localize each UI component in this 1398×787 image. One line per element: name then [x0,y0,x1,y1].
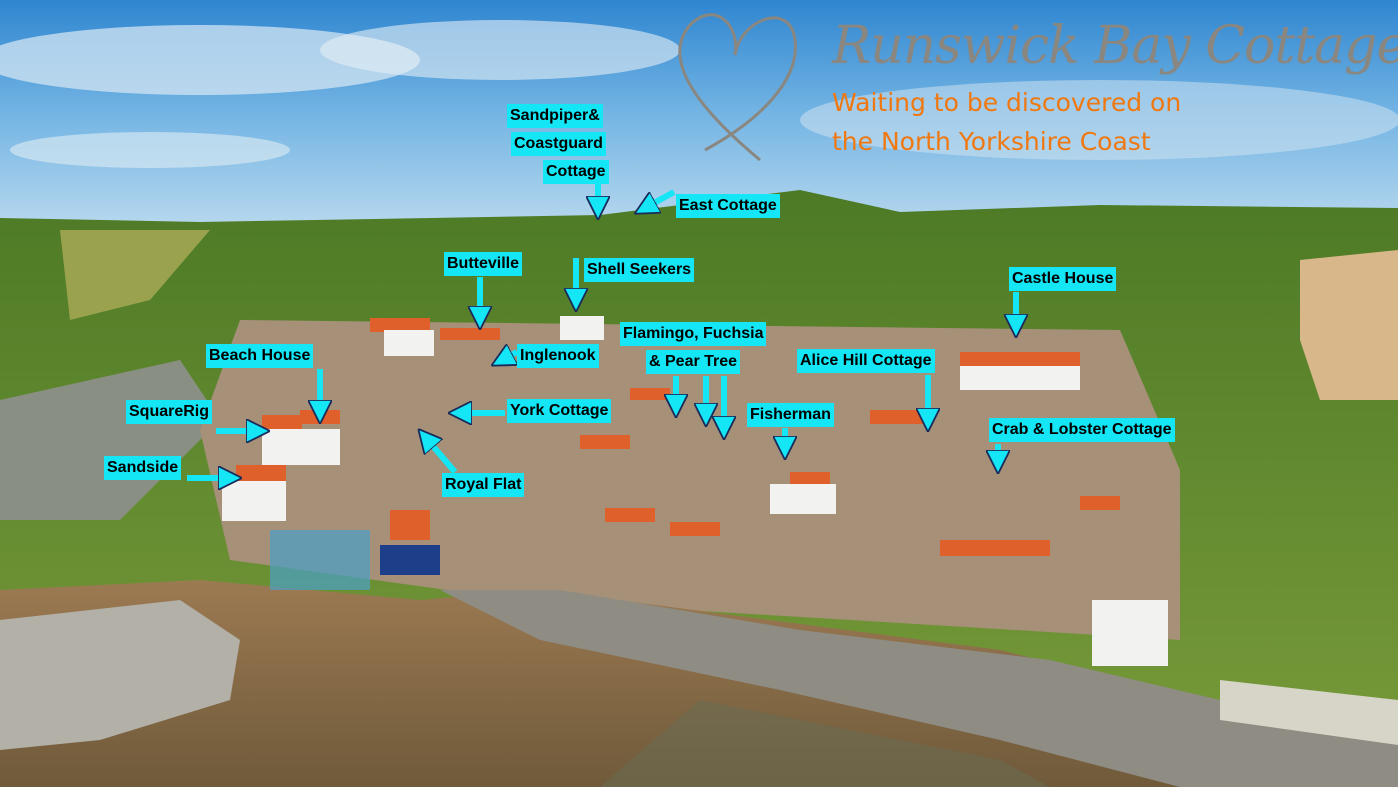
label-royal-flat: Royal Flat [442,473,525,497]
label-sandpiper-line3: Cottage [543,160,609,184]
brand-tagline-line1: Waiting to be discovered on [832,88,1182,117]
label-square-rig: SquareRig [126,400,213,424]
label-york-cottage: York Cottage [507,399,612,423]
sea-wall-rocks [440,590,1398,787]
label-alice-hill-cottage: Alice Hill Cottage [797,349,935,373]
heart-logo [678,13,797,162]
label-fisherman: Fisherman [747,403,834,427]
label-inglenook: Inglenook [517,344,599,368]
label-castle-house: Castle House [1009,267,1117,291]
label-sandpiper-line2: Coastguard [511,132,606,156]
kayaks [270,530,440,590]
label-butteville: Butteville [444,252,523,276]
brand-title: Runswick Bay Cottages [832,16,1398,76]
cliff-face [1300,250,1398,400]
rock-breakwater [0,600,240,750]
label-flamingo-line1: Flamingo, Fuchsia [620,322,767,346]
label-sandpiper-line1: Sandpiper& [507,104,603,128]
label-beach-house: Beach House [206,344,314,368]
label-sandside: Sandside [104,456,182,480]
village-houses [200,320,1180,640]
label-shell-seekers: Shell Seekers [584,258,695,282]
label-flamingo-line2: & Pear Tree [646,350,741,374]
label-crab-lobster-cottage: Crab & Lobster Cottage [989,418,1175,442]
label-east-cottage: East Cottage [676,194,780,218]
brand-tagline-line2: the North Yorkshire Coast [832,127,1151,156]
